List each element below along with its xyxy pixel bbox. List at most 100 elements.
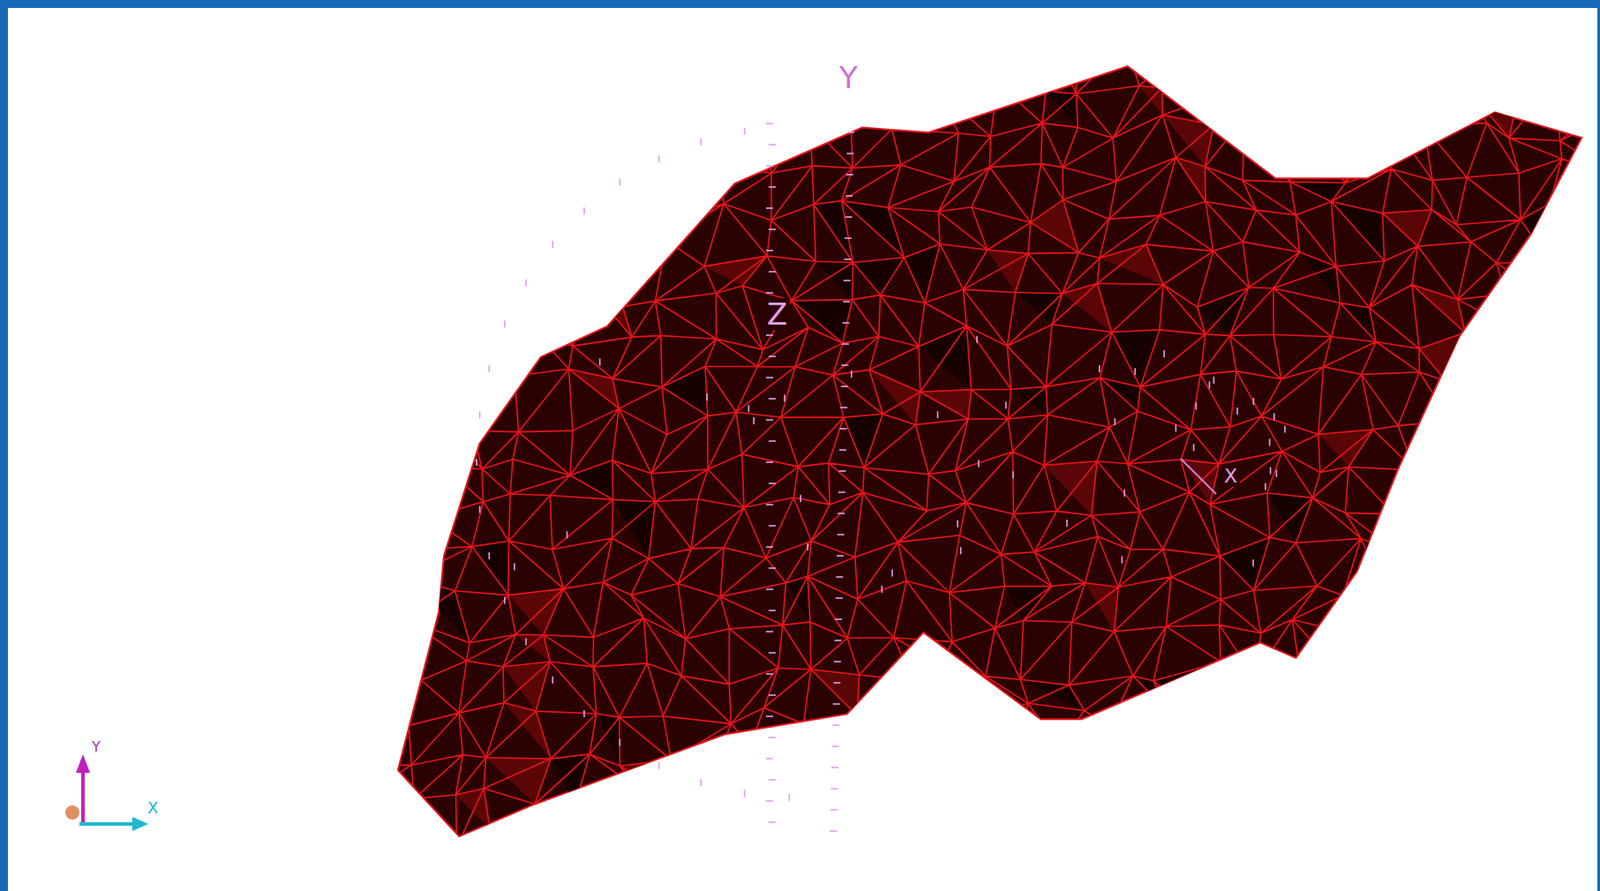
ucs-label: Y <box>89 739 104 756</box>
shaded-facet <box>843 413 883 468</box>
survey-tick <box>833 703 841 706</box>
survey-tick <box>1195 402 1198 410</box>
survey-tick <box>843 258 851 261</box>
survey-tick <box>1269 467 1272 475</box>
survey-tick <box>488 365 490 373</box>
survey-tick <box>833 661 842 663</box>
survey-ticks <box>476 123 1285 832</box>
shaded-facet <box>1548 283 1595 325</box>
survey-tick <box>1264 482 1267 490</box>
shaded-facet <box>1428 709 1465 760</box>
survey-tick <box>1252 559 1255 567</box>
survey-tick <box>766 546 774 549</box>
survey-tick <box>766 249 774 252</box>
survey-tick <box>960 547 962 555</box>
ucs-origin <box>65 805 80 820</box>
survey-tick <box>551 240 554 248</box>
shaded-facet <box>853 257 905 296</box>
shaded-facet <box>785 576 811 623</box>
survey-tick <box>766 800 774 803</box>
survey-tick <box>768 736 776 739</box>
survey-tick <box>835 576 843 579</box>
survey-tick <box>748 405 751 413</box>
shaded-facet <box>1197 287 1249 337</box>
shaded-facet <box>846 766 902 801</box>
shaded-facet <box>904 244 941 304</box>
survey-tick <box>1276 470 1278 478</box>
survey-tick <box>1098 365 1101 373</box>
survey-tick <box>479 411 481 419</box>
survey-tick <box>832 724 840 727</box>
shaded-facet <box>671 750 722 809</box>
survey-tick <box>619 739 622 747</box>
shaded-facet <box>1503 711 1570 769</box>
mesh-edges <box>310 31 1600 891</box>
shaded-facet <box>550 754 590 805</box>
shaded-facet <box>721 745 759 788</box>
survey-tick <box>783 394 786 402</box>
survey-tick <box>503 596 506 604</box>
survey-tick <box>837 533 845 536</box>
survey-tick <box>766 207 774 210</box>
shaded-facet <box>901 793 938 835</box>
shaded-facet <box>1414 458 1455 507</box>
survey-tick <box>956 520 959 528</box>
shaded-facet <box>321 836 365 876</box>
shaded-facet <box>672 86 731 128</box>
survey-tick <box>658 762 661 770</box>
shaded-facet <box>1099 244 1164 285</box>
survey-tick <box>768 440 776 443</box>
shaded-facet <box>1044 461 1097 517</box>
shaded-facet <box>383 38 428 74</box>
survey-tick <box>768 525 776 527</box>
survey-tick <box>846 173 854 176</box>
survey-tick <box>699 138 702 146</box>
survey-tick <box>840 406 848 409</box>
shaded-facet <box>1360 538 1398 592</box>
survey-tick <box>551 676 554 684</box>
shaded-facet <box>1338 745 1380 795</box>
survey-tick <box>1121 555 1124 564</box>
survey-tick <box>1123 489 1126 497</box>
shaded-facet <box>1034 796 1064 852</box>
survey-tick <box>768 652 776 654</box>
shaded-facet <box>597 118 643 158</box>
shaded-facet <box>360 284 407 338</box>
survey-tick <box>838 491 846 494</box>
survey-tick <box>766 292 774 294</box>
survey-tick <box>752 417 755 425</box>
shaded-facet <box>1554 81 1600 121</box>
survey-tick <box>1284 426 1286 434</box>
survey-tick <box>1209 381 1211 389</box>
survey-tick <box>839 449 847 451</box>
shaded-facet <box>1397 551 1445 594</box>
survey-tick <box>832 745 840 748</box>
survey-tick <box>768 398 776 400</box>
survey-tick <box>829 830 837 833</box>
shaded-facet <box>458 78 510 134</box>
shaded-facet <box>1560 577 1600 639</box>
survey-tick <box>766 334 774 337</box>
survey-tick <box>841 385 849 388</box>
survey-tick <box>768 228 776 231</box>
survey-tick <box>1253 398 1255 406</box>
shaded-facet <box>606 36 653 92</box>
survey-tick <box>831 766 839 769</box>
survey-tick <box>976 336 978 344</box>
survey-tick <box>658 155 661 163</box>
survey-tick <box>1163 350 1165 358</box>
survey-tick <box>1012 471 1015 479</box>
survey-tick <box>768 355 776 358</box>
shaded-facet <box>935 753 977 797</box>
shaded-facet <box>1464 709 1523 752</box>
survey-tick <box>841 343 849 346</box>
survey-tick <box>880 585 883 594</box>
survey-tick <box>768 609 776 612</box>
survey-tick <box>834 639 842 642</box>
survey-tick <box>806 543 809 551</box>
survey-tick <box>766 758 774 760</box>
survey-tick <box>840 428 848 430</box>
survey-tick <box>1273 413 1276 421</box>
survey-tick <box>846 152 854 155</box>
survey-tick <box>1269 438 1271 446</box>
